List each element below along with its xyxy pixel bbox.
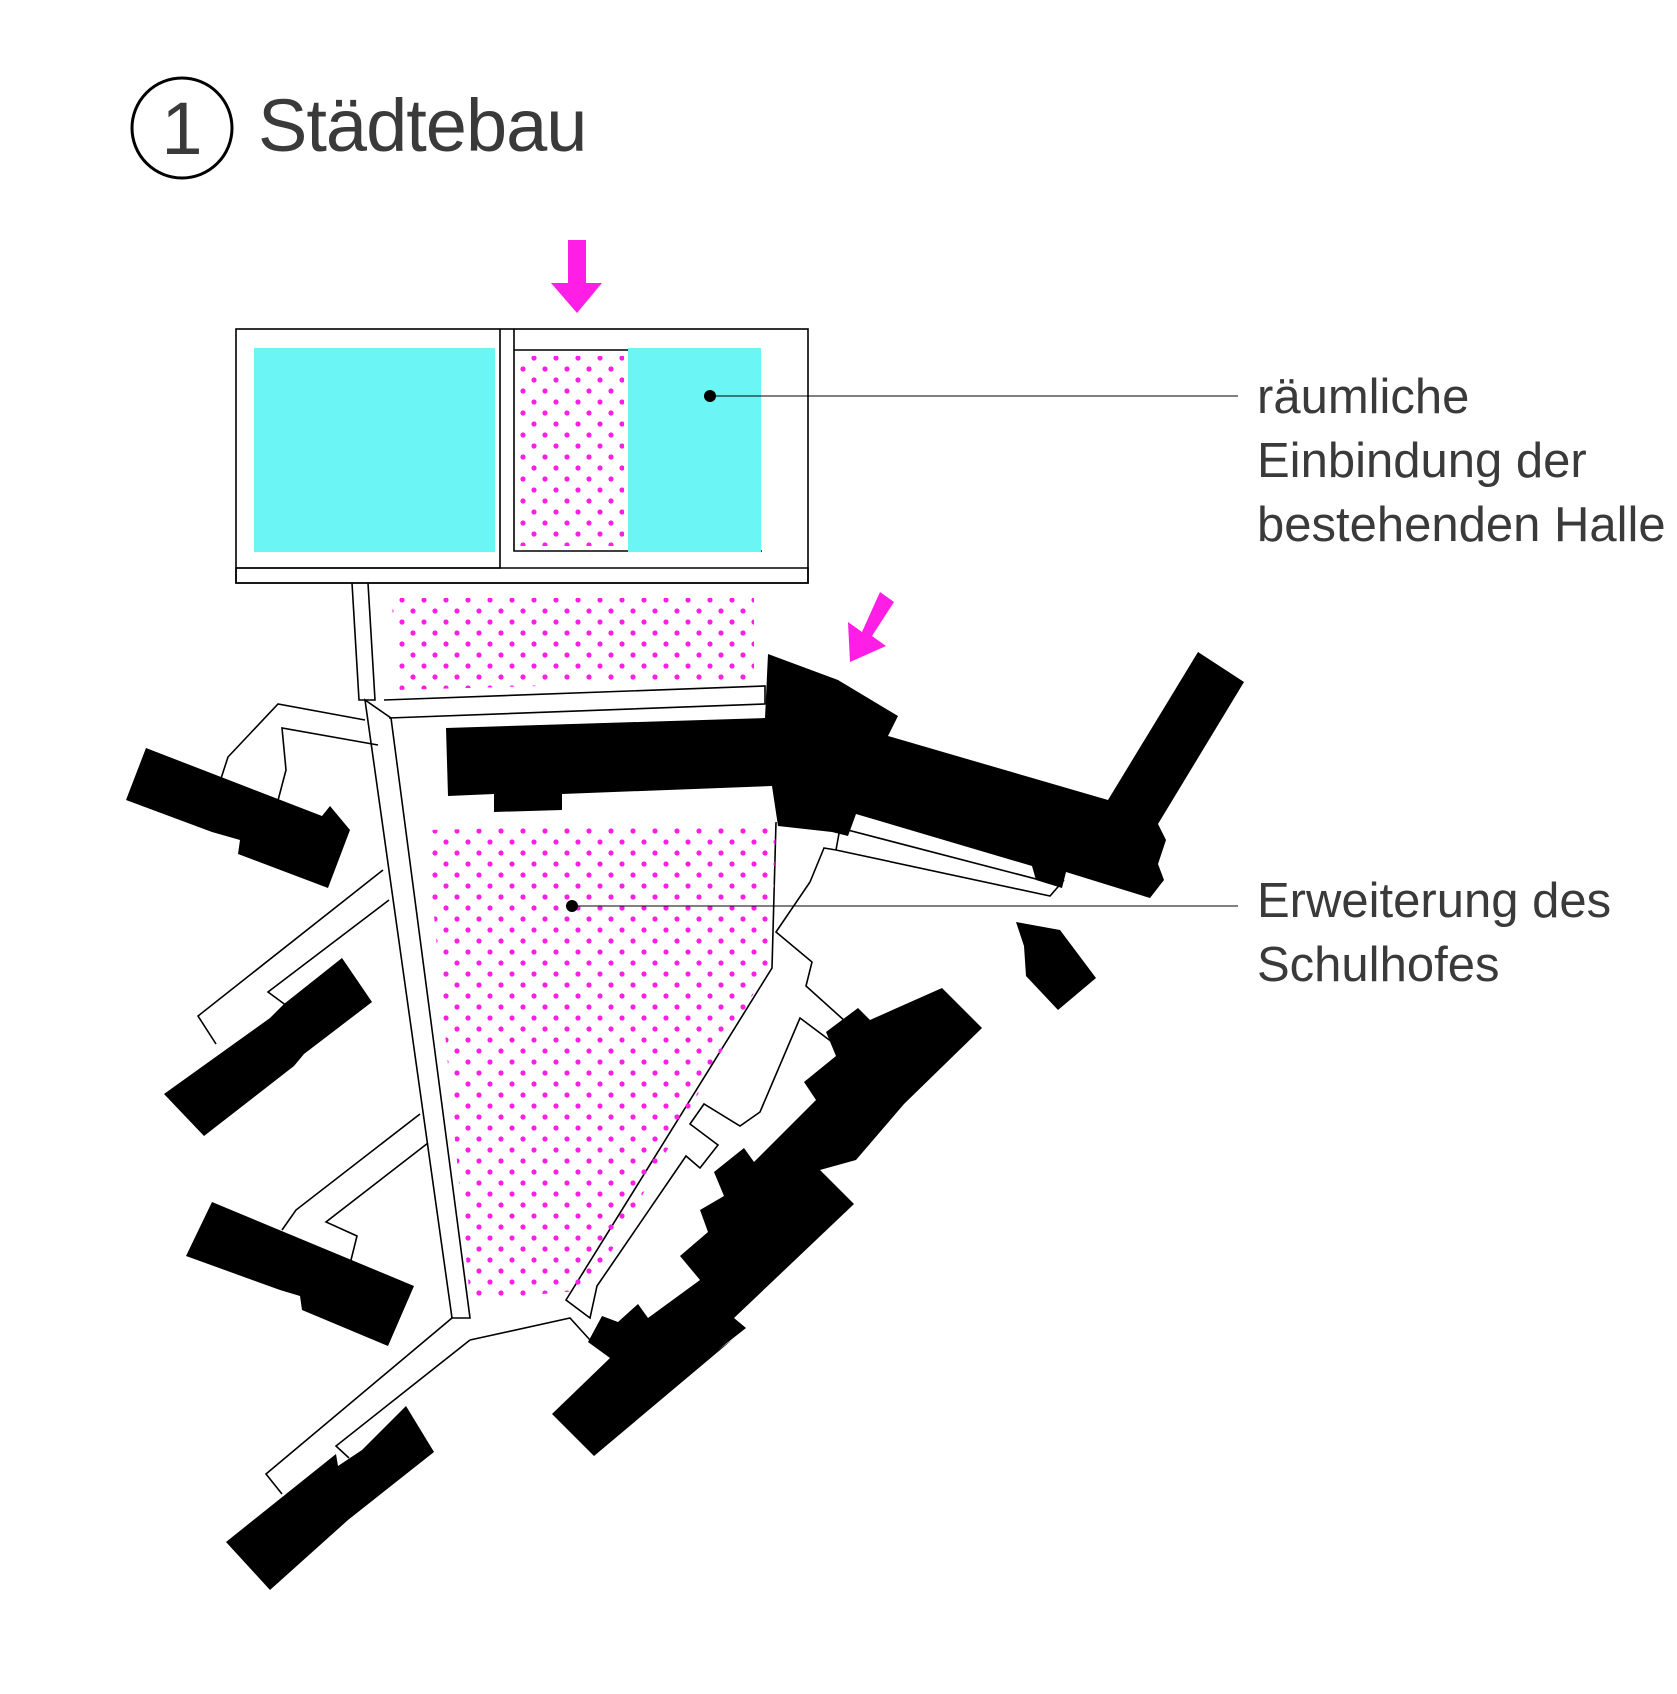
building-school-main [446, 652, 1244, 898]
path-west-spur [351, 582, 376, 701]
path-east-diagonal [564, 821, 848, 1320]
dotted-schoolyard [426, 822, 776, 1300]
leader-dot-schoolyard [566, 900, 578, 912]
title-number: 1 [161, 87, 202, 170]
building-east-small [1016, 922, 1096, 1010]
building-west-2 [164, 958, 372, 1136]
annotation-schoolyard-line-2: Schulhofes [1257, 938, 1499, 992]
arrow-diagonal-icon [848, 592, 894, 662]
path-south-lane [264, 1317, 591, 1495]
title-group: 1 Städtebau [130, 76, 587, 180]
dotted-forecourt [392, 598, 754, 690]
arrow-down-icon [551, 240, 602, 313]
title-number-circle [130, 76, 234, 180]
building-west-3 [186, 1202, 414, 1346]
hall-outer-frame [235, 328, 809, 584]
path-main-spine [363, 698, 471, 1319]
annotation-hall-line-1: räumliche [1257, 370, 1469, 424]
hall-dotted-court [518, 356, 624, 546]
entrance-arrows [551, 240, 894, 662]
leader-dot-hall [704, 390, 716, 402]
annotation-schoolyard-line-1: Erweiterung des [1257, 874, 1611, 928]
path-west-branch-3 [281, 1113, 429, 1265]
building-east-long [552, 988, 982, 1456]
path-upper-lane [383, 685, 766, 719]
annotation-hall-line-3: bestehenden Halle [1257, 498, 1666, 552]
existing-hall [235, 328, 1238, 584]
hall-left-frame [236, 329, 501, 569]
annotation-hall-line-2: Einbindung der [1257, 434, 1587, 488]
building-south-west [226, 1406, 434, 1590]
buildings [126, 652, 1244, 1590]
hall-cyan-block-left [254, 348, 495, 552]
page-title: Städtebau [258, 84, 586, 167]
building-west-1 [126, 748, 350, 888]
annotation-schoolyard: Erweiterung des Schulhofes [1257, 874, 1611, 992]
annotation-hall: räumliche Einbindung der bestehenden Hal… [1257, 370, 1666, 552]
hall-cyan-block-right [628, 348, 761, 552]
path-hall-apron [235, 567, 809, 584]
path-west-branch-2 [196, 869, 390, 1045]
